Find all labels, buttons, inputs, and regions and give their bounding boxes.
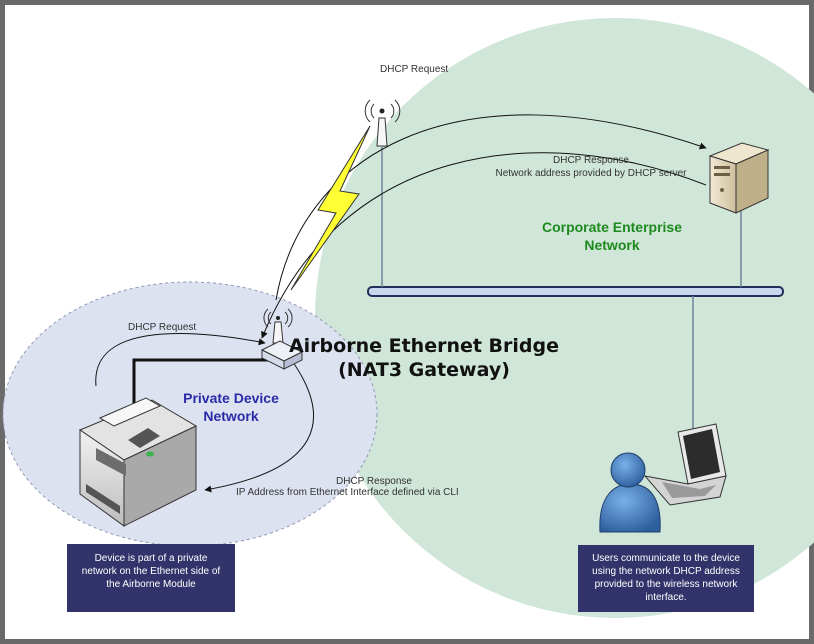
users-note-line4: interface. <box>645 592 687 603</box>
dhcp-response-arrow-top <box>261 152 707 339</box>
server-icon <box>708 142 770 214</box>
dhcp-request-arrow-top <box>275 114 707 301</box>
network-backbone <box>367 286 784 297</box>
users-note-line3: provided to the wireless network <box>594 579 738 590</box>
users-note: Users communicate to the device using th… <box>578 545 754 612</box>
lightning-icon <box>290 125 371 291</box>
dhcp-request-top-label: DHCP Request <box>380 64 448 75</box>
device-note-line1: Device is part of a private <box>94 553 208 564</box>
device-note-line2: network on the Ethernet side of <box>81 566 221 577</box>
dhcp-response-top-label: DHCP Response <box>553 155 629 166</box>
dhcp-response-bottom-detail: IP Address from Ethernet Interface defin… <box>236 487 459 498</box>
bridge-title-line2: (NAT3 Gateway) <box>338 359 510 381</box>
access-point-icon <box>364 99 401 147</box>
dhcp-response-bottom-label: DHCP Response <box>336 476 412 487</box>
device-note-line3: the Airborne Module <box>106 579 196 590</box>
dhcp-request-arrow-left <box>95 332 266 387</box>
corporate-network-zone <box>315 18 814 618</box>
private-network-title-line2: Network <box>203 408 258 424</box>
printer-icon <box>78 397 198 527</box>
corporate-network-title-line1: Corporate Enterprise <box>542 219 682 235</box>
bridge-title-line1: Airborne Ethernet Bridge <box>289 335 559 357</box>
private-network-title-line1: Private Device <box>183 390 279 406</box>
bridge-icon <box>260 308 304 370</box>
user-icon <box>599 452 661 533</box>
dhcp-response-top-detail: Network address provided by DHCP server <box>495 168 687 179</box>
laptop-icon <box>643 423 727 506</box>
dhcp-response-arrow-bottom <box>204 357 314 493</box>
users-note-line1: Users communicate to the device <box>592 553 740 564</box>
dhcp-request-left-label: DHCP Request <box>128 322 196 333</box>
device-note: Device is part of a private network on t… <box>67 544 235 612</box>
corporate-network-title-line2: Network <box>584 237 639 253</box>
users-note-line2: using the network DHCP address <box>592 566 740 577</box>
